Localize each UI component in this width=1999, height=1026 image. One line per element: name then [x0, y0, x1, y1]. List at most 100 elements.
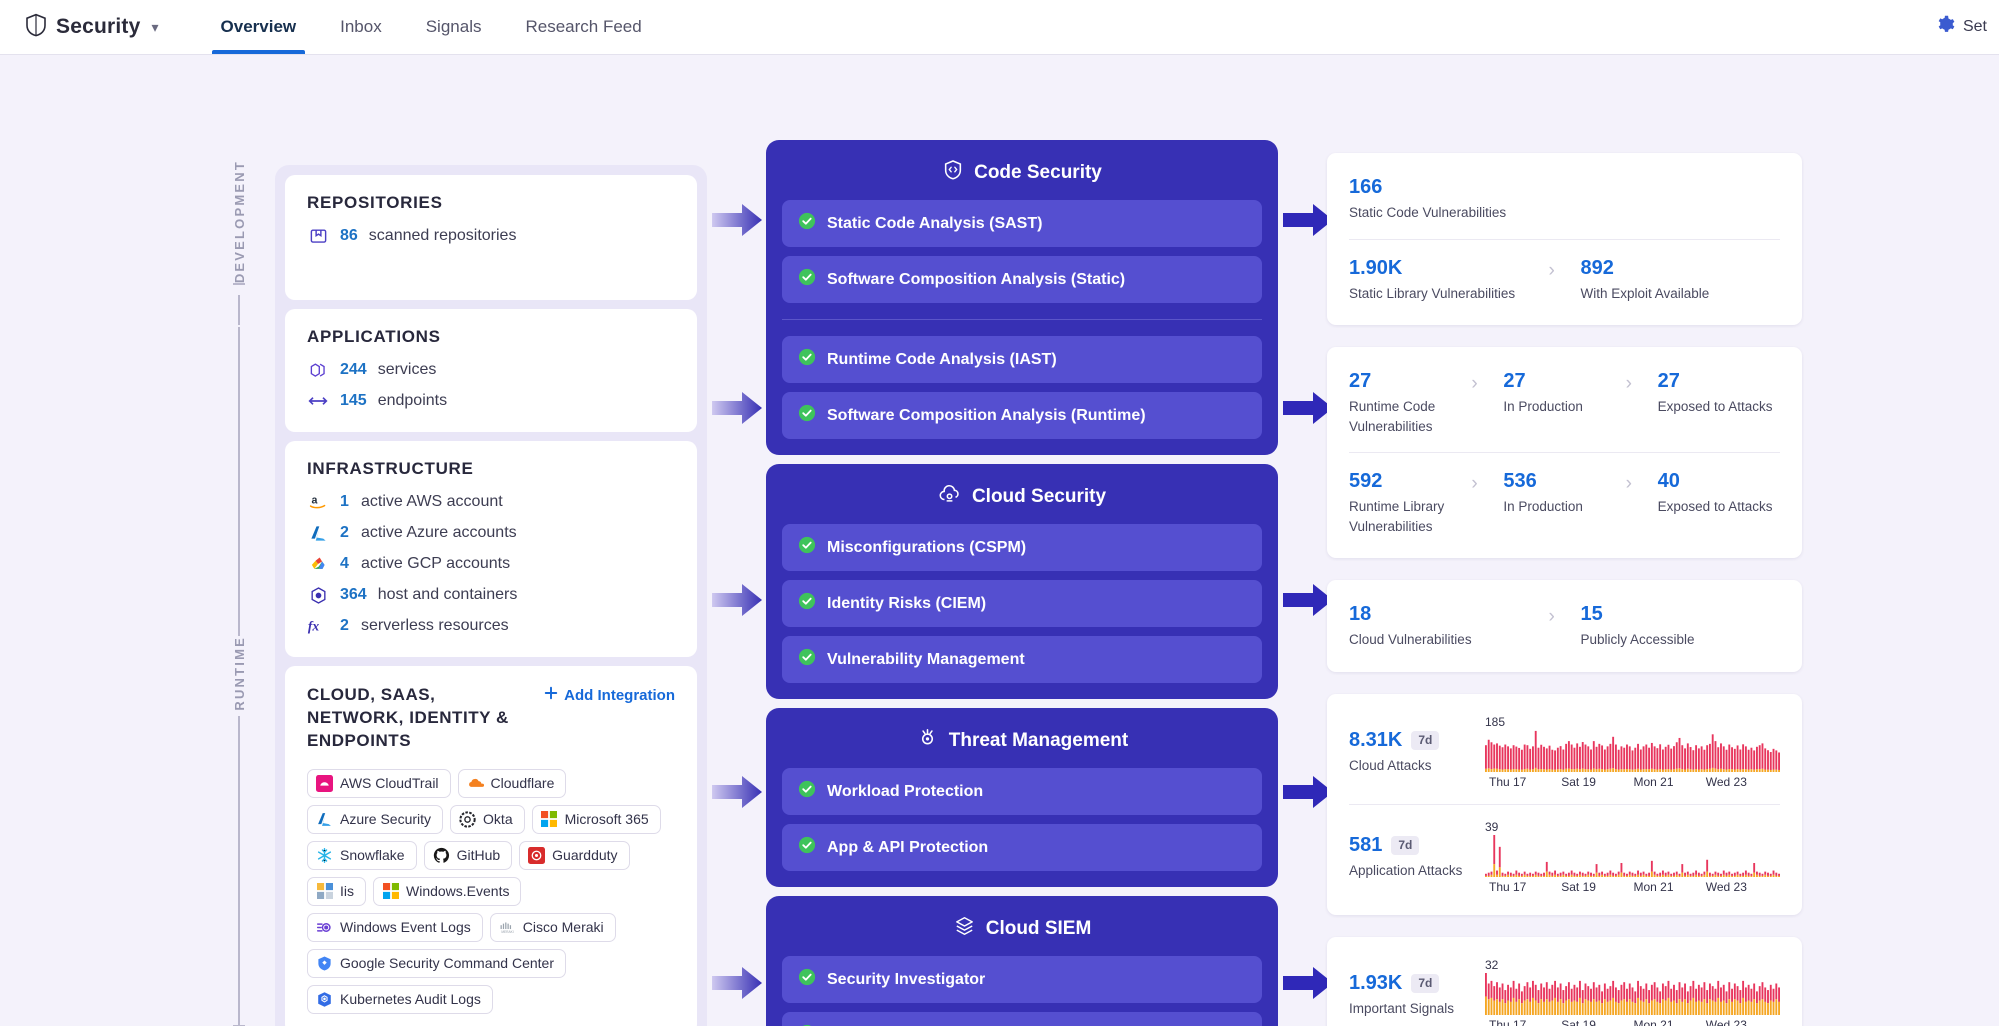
integration-chip[interactable]: Iis: [307, 876, 366, 906]
tab-research-feed[interactable]: Research Feed: [525, 17, 642, 36]
metric-label: Exposed to Attacks: [1657, 399, 1773, 415]
integration-chip[interactable]: Kubernetes Audit Logs: [307, 984, 493, 1014]
metric-cell[interactable]: 18 Cloud Vulnerabilities: [1349, 602, 1549, 650]
period-badge: 7d: [1411, 731, 1440, 751]
tab-inbox[interactable]: Inbox: [340, 17, 382, 36]
flow-arrow-runtime-metrics: [1283, 388, 1335, 428]
sparkline-tick-label: Sat 19: [1561, 1017, 1596, 1026]
settings-button[interactable]: Set: [1936, 0, 1987, 54]
metric-value: 166: [1349, 176, 1383, 198]
metric-cell[interactable]: 892 With Exploit Available: [1581, 256, 1781, 304]
integration-chip-label: Guardduty: [552, 847, 618, 864]
metric-label: Static Library Vulnerabilities: [1349, 285, 1516, 301]
metrics-column: 166 Static Code Vulnerabilities 1.90K Sta…: [1327, 153, 1802, 1026]
integration-chip[interactable]: Windows.Events: [373, 876, 522, 906]
tab-overview[interactable]: Overview: [199, 0, 319, 54]
metric-value: 27: [1349, 370, 1372, 393]
svg-text:fx: fx: [308, 618, 320, 633]
metric-cell[interactable]: 166 Static Code Vulnerabilities: [1349, 175, 1780, 223]
capability-group-title: Threat Management: [948, 730, 1129, 751]
aws-cloudtrail-icon: [316, 774, 333, 792]
capability-item[interactable]: Vulnerability Management: [782, 636, 1262, 683]
github-icon: [433, 847, 450, 864]
nav-tabs: Overview Inbox Signals Research Feed: [199, 0, 664, 54]
sparkline-peak-label: 185: [1485, 714, 1506, 729]
metric-cell[interactable]: 1.90K Static Library Vulnerabilities: [1349, 256, 1549, 304]
metric-cell[interactable]: 15 Publicly Accessible: [1581, 602, 1781, 650]
integration-chip-label: Snowflake: [340, 847, 405, 864]
metric-row: 166 Static Code Vulnerabilities: [1349, 159, 1780, 239]
capability-item[interactable]: Software Composition Analysis (Static): [782, 256, 1262, 303]
brand-menu[interactable]: Security ▾: [0, 0, 169, 54]
integration-chip[interactable]: Snowflake: [307, 840, 417, 870]
capability-item[interactable]: Runtime Code Analysis (IAST): [782, 336, 1262, 383]
tab-signals[interactable]: Signals: [425, 17, 482, 36]
capability-item[interactable]: Identity Risks (CIEM): [782, 580, 1262, 627]
sparkline-tick-label: Sat 19: [1561, 879, 1596, 894]
integration-chip[interactable]: Google Security Command Center: [307, 948, 566, 978]
capability-item[interactable]: Workload Protection: [782, 768, 1262, 815]
capability-item[interactable]: Threat Detection: [782, 1012, 1262, 1026]
azure-label: active Azure accounts: [361, 524, 517, 541]
integration-chip[interactable]: GitHub: [423, 840, 513, 870]
integration-chip-label: Windows.Events: [406, 883, 510, 900]
capability-list-runtime: Runtime Code Analysis (IAST) Software Co…: [782, 319, 1262, 439]
metric-label: In Production: [1503, 499, 1583, 515]
services-label: services: [377, 361, 437, 378]
check-circle-icon: [798, 592, 816, 615]
capability-item[interactable]: Static Code Analysis (SAST): [782, 200, 1262, 247]
metric-row: 592 Runtime Library Vulnerabilities ›536 …: [1349, 452, 1780, 552]
capability-item[interactable]: Misconfigurations (CSPM): [782, 524, 1262, 571]
capability-item[interactable]: App & API Protection: [782, 824, 1262, 871]
chevron-down-icon[interactable]: ▾: [151, 18, 159, 35]
integration-chip[interactable]: Azure Security: [307, 804, 444, 834]
sparkline-tick-label: Thu 17: [1489, 879, 1527, 894]
metric-cell[interactable]: 536 In Production: [1503, 469, 1625, 517]
sparkline-tick-label: Mon 21: [1633, 774, 1674, 789]
capability-group-header: Cloud Security: [782, 478, 1262, 524]
integration-chip-label: Windows Event Logs: [340, 919, 471, 936]
metric-cell[interactable]: 27 Exposed to Attacks: [1658, 369, 1780, 417]
metric-number: 581: [1349, 834, 1383, 857]
capability-item[interactable]: Software Composition Analysis (Runtime): [782, 392, 1262, 439]
integration-chip[interactable]: Okta: [450, 804, 525, 834]
services-count: 244: [340, 361, 367, 378]
iis-icon: [316, 883, 333, 900]
capability-group-title: Code Security: [974, 162, 1102, 183]
metric-cell[interactable]: 27 In Production: [1503, 369, 1625, 417]
sparkline-summary[interactable]: 581 7d Application Attacks: [1349, 833, 1471, 881]
chevron-right-icon: ›: [1548, 259, 1555, 281]
snowflake-icon: [316, 847, 333, 864]
capability-item[interactable]: Security Investigator: [782, 956, 1262, 1003]
capability-label: Software Composition Analysis (Runtime): [827, 406, 1146, 424]
integration-chip[interactable]: Microsoft 365: [531, 804, 661, 834]
add-integration-button[interactable]: Add Integration: [544, 684, 675, 704]
check-circle-icon: [798, 268, 816, 291]
metric-cell[interactable]: 40 Exposed to Attacks: [1658, 469, 1780, 517]
metric-cell[interactable]: 592 Runtime Library Vulnerabilities: [1349, 469, 1471, 536]
integration-chip[interactable]: Guardduty: [519, 840, 630, 870]
metric-cell[interactable]: 27 Runtime Code Vulnerabilities: [1349, 369, 1471, 436]
serverless-label: serverless resources: [361, 617, 509, 634]
chevron-right-icon: ›: [1625, 473, 1632, 495]
flow-arrow-applications: [712, 388, 764, 428]
metric-value: 1.93K 7d: [1349, 971, 1471, 996]
check-circle-icon: [798, 648, 816, 671]
sparkline-summary[interactable]: 8.31K 7d Cloud Attacks: [1349, 728, 1471, 776]
integration-chip[interactable]: Cloudflare: [457, 768, 567, 798]
check-circle-icon: [798, 348, 816, 371]
sparkline-summary[interactable]: 1.93K 7d Important Signals: [1349, 971, 1471, 1019]
rail-development-label: DEVELOPMENT: [231, 160, 247, 284]
capability-group-title: Cloud SIEM: [985, 918, 1092, 939]
flow-arrow-attack-metrics: [1283, 772, 1335, 812]
gcp-count: 4: [340, 555, 349, 572]
integration-chip[interactable]: AWS CloudTrail: [307, 768, 451, 798]
integration-chip[interactable]: Windows Event Logs: [307, 912, 483, 942]
chevron-right-icon: ›: [1471, 373, 1478, 395]
